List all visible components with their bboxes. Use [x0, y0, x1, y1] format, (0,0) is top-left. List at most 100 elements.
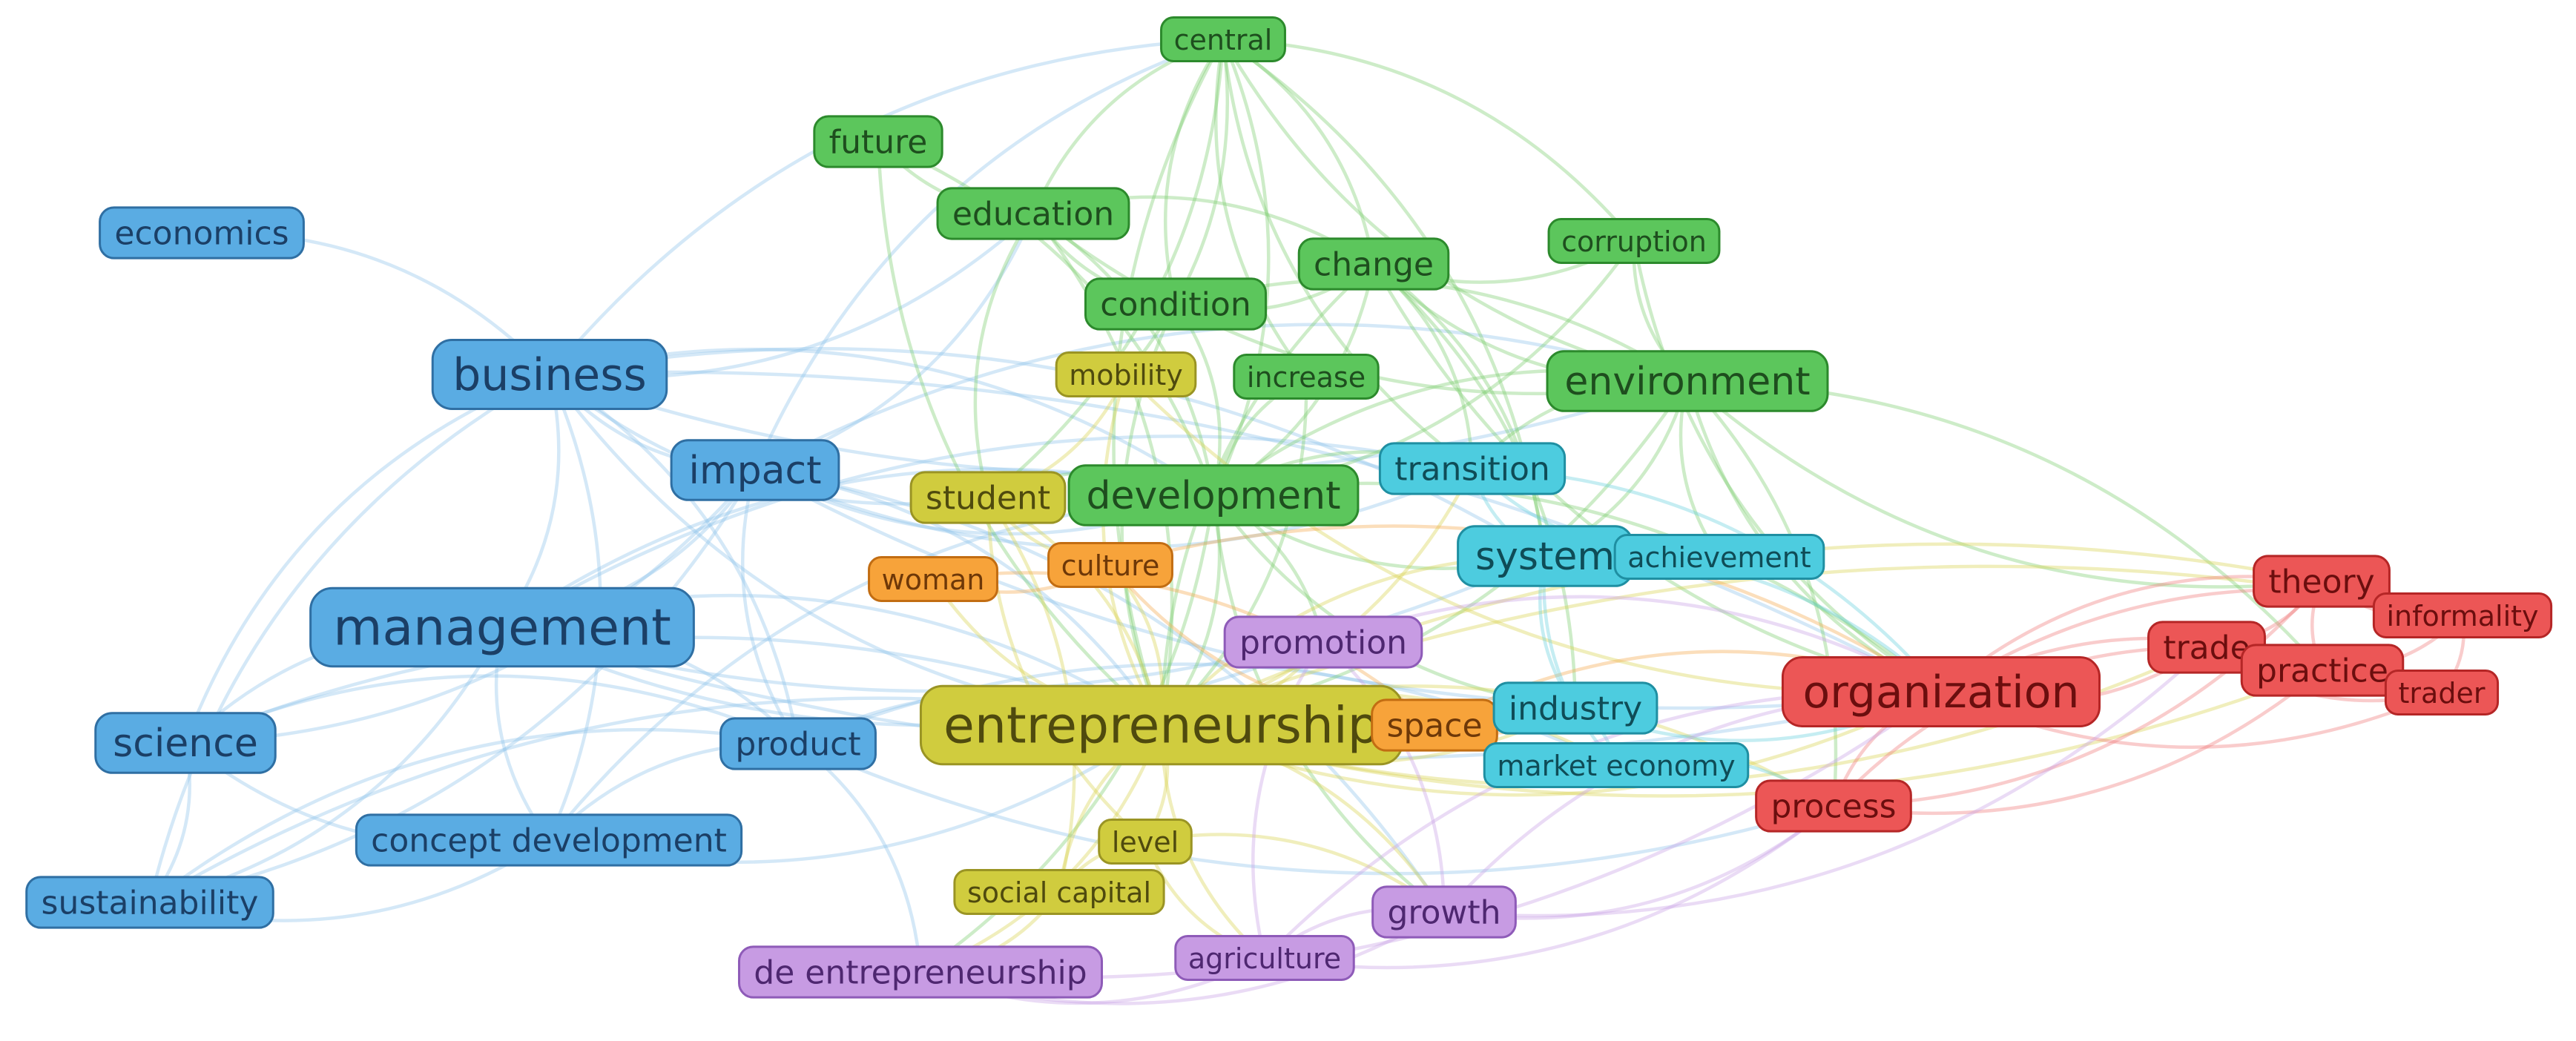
node-increase[interactable]: increase: [1233, 354, 1380, 400]
node-growth[interactable]: growth: [1371, 885, 1517, 939]
node-box-increase: [1233, 354, 1380, 400]
node-label-social_capital: social capital: [967, 876, 1151, 909]
edge-future-development: [877, 139, 1216, 496]
edge-central-corruption: [1222, 37, 1635, 242]
node-promotion[interactable]: promotion: [1223, 615, 1423, 669]
node-education[interactable]: education: [936, 187, 1130, 240]
edge-management-transition: [501, 434, 1473, 629]
node-level[interactable]: level: [1098, 819, 1193, 865]
node-business[interactable]: business: [431, 339, 668, 410]
edge-impact-central: [753, 37, 1224, 471]
node-box-change: [1297, 237, 1450, 291]
node-mobility[interactable]: mobility: [1055, 351, 1197, 397]
edge-education-student: [973, 212, 1035, 498]
node-box-achievement: [1613, 534, 1825, 580]
node-box-management: [309, 586, 695, 668]
edge-change-transition: [1372, 262, 1475, 469]
edge-impact-growth: [754, 468, 1446, 913]
edge-science-impact: [185, 469, 757, 745]
node-environment[interactable]: environment: [1546, 350, 1829, 412]
edge-central-condition: [1163, 38, 1225, 305]
node-sustainability[interactable]: sustainability: [25, 876, 274, 929]
node-informality[interactable]: informality: [2372, 592, 2553, 638]
edge-agriculture-process: [1264, 804, 1835, 970]
node-industry[interactable]: industry: [1492, 681, 1658, 735]
node-label-entrepreneurship: entrepreneurship: [943, 697, 1380, 756]
node-label-increase: increase: [1247, 361, 1366, 394]
edge-corruption-organization: [1632, 240, 1943, 693]
node-box-corruption: [1547, 218, 1721, 264]
node-label-development: development: [1086, 474, 1340, 518]
edge-woman-space: [932, 571, 1436, 727]
node-process[interactable]: process: [1755, 779, 1912, 833]
node-management[interactable]: management: [309, 586, 695, 668]
node-product[interactable]: product: [719, 717, 877, 770]
node-development[interactable]: development: [1067, 464, 1360, 526]
edge-business-product: [548, 373, 800, 744]
node-woman[interactable]: woman: [868, 556, 998, 602]
node-label-agriculture: agriculture: [1188, 942, 1341, 975]
edge-science-product: [185, 674, 799, 746]
node-system[interactable]: system: [1457, 525, 1633, 587]
node-label-environment: environment: [1564, 360, 1810, 404]
node-box-industry: [1492, 681, 1658, 735]
node-agriculture[interactable]: agriculture: [1174, 935, 1355, 981]
node-theory[interactable]: theory: [2253, 555, 2391, 608]
node-label-market_economy: market economy: [1497, 750, 1735, 782]
node-culture[interactable]: culture: [1047, 542, 1173, 588]
node-impact[interactable]: impact: [670, 439, 840, 501]
edge-change-system: [1372, 262, 1547, 557]
node-future[interactable]: future: [813, 115, 943, 168]
node-space[interactable]: space: [1371, 698, 1498, 752]
node-label-condition: condition: [1100, 286, 1251, 324]
node-social_capital[interactable]: social capital: [953, 869, 1165, 915]
node-concept_development[interactable]: concept development: [355, 813, 743, 867]
edge-education-development: [1032, 212, 1216, 496]
node-student[interactable]: student: [909, 471, 1067, 524]
node-box-informality: [2372, 592, 2553, 638]
node-label-organization: organization: [1802, 667, 2079, 718]
node-entrepreneurship[interactable]: entrepreneurship: [919, 684, 1404, 766]
node-corruption[interactable]: corruption: [1547, 218, 1721, 264]
node-condition[interactable]: condition: [1084, 277, 1268, 331]
node-label-growth: growth: [1387, 894, 1501, 932]
node-de_entrepreneurship[interactable]: de entrepreneurship: [737, 945, 1104, 999]
node-box-development: [1067, 464, 1360, 526]
edge-promotion-organization: [1322, 595, 1943, 693]
node-box-product: [719, 717, 877, 770]
node-box-concept_development: [355, 813, 743, 867]
edge-impact-product: [741, 469, 800, 745]
node-trade[interactable]: trade: [2147, 621, 2266, 674]
node-box-central: [1160, 16, 1286, 62]
node-market_economy[interactable]: market economy: [1483, 742, 1750, 788]
node-label-corruption: corruption: [1561, 225, 1707, 258]
node-label-trade: trade: [2163, 629, 2250, 667]
node-box-sustainability: [25, 876, 274, 929]
node-label-future: future: [829, 124, 928, 162]
node-box-education: [936, 187, 1130, 240]
node-change[interactable]: change: [1297, 237, 1450, 291]
edge-education-entrepreneurship: [1032, 212, 1174, 726]
node-transition[interactable]: transition: [1378, 442, 1567, 495]
node-label-informality: informality: [2386, 600, 2538, 632]
node-box-agriculture: [1174, 935, 1355, 981]
node-label-science: science: [113, 721, 258, 766]
node-economics[interactable]: economics: [99, 206, 305, 260]
node-central[interactable]: central: [1160, 16, 1286, 62]
node-organization[interactable]: organization: [1781, 656, 2101, 727]
node-label-level: level: [1112, 826, 1179, 859]
node-science[interactable]: science: [94, 712, 277, 774]
node-box-woman: [868, 556, 998, 602]
node-practice[interactable]: practice: [2240, 644, 2405, 697]
edge-promotion-agriculture: [1251, 641, 1325, 959]
node-label-product: product: [735, 726, 860, 764]
node-box-organization: [1781, 656, 2101, 727]
node-trader[interactable]: trader: [2384, 670, 2500, 716]
node-box-science: [94, 712, 277, 774]
node-label-system: system: [1475, 535, 1615, 579]
node-box-growth: [1371, 885, 1517, 939]
node-label-process: process: [1770, 788, 1896, 826]
node-achievement[interactable]: achievement: [1613, 534, 1825, 580]
node-box-transition: [1378, 442, 1567, 495]
